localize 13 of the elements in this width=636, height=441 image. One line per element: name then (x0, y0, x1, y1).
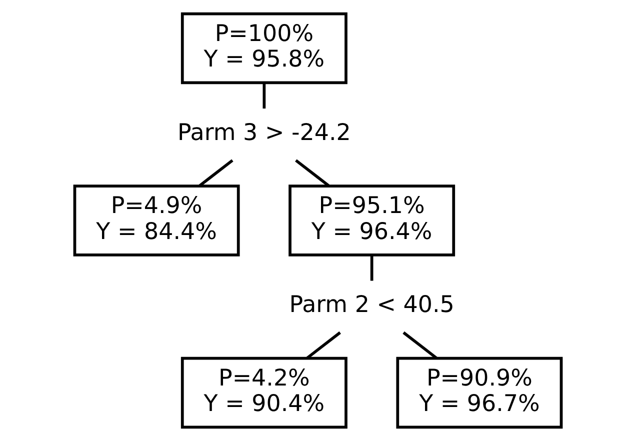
node-box: P=100% Y = 95.8% (180, 12, 348, 84)
node-text: Parm 2 < 40.5 (289, 292, 454, 318)
connector (306, 331, 341, 360)
node-box: P=95.1% Y = 96.4% (288, 184, 456, 256)
connector (402, 331, 438, 360)
node-box: P=90.9% Y = 96.7% (396, 356, 563, 429)
connector (198, 159, 234, 187)
node-box: P=4.9% Y = 84.4% (73, 184, 240, 256)
connector (295, 159, 330, 187)
connector (262, 83, 266, 109)
node-box: P=4.2% Y = 90.4% (180, 356, 348, 429)
node-text: Parm 3 > -24.2 (177, 120, 351, 146)
connector (370, 255, 374, 281)
